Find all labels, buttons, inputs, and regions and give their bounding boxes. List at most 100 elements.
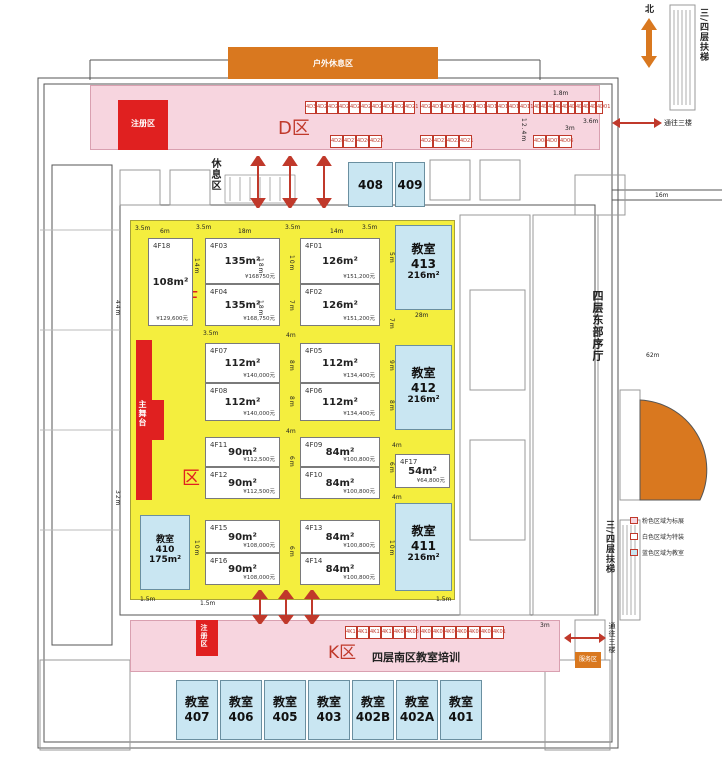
legend-text: 白色区域为特装 <box>642 534 685 541</box>
f-dim-0: 3.5m <box>135 225 151 232</box>
booth-price: ¥112,500元 <box>243 457 275 463</box>
booth-id: 4F06 <box>305 387 323 395</box>
d-register-label: 注册区 <box>131 119 155 128</box>
k-booth: 4K11 <box>369 626 383 639</box>
legend-item: 蓝色区域为教室 <box>630 548 684 557</box>
d-booth: 4D09 <box>540 101 554 114</box>
service-area <box>575 652 601 668</box>
booth-price: ¥64,800元 <box>416 478 445 484</box>
d-booth: 4D03 <box>582 101 596 114</box>
d-booth: 4D21 <box>459 135 473 148</box>
d-zone-label: D区 <box>278 118 310 139</box>
d-booth: 4D11 <box>519 101 533 114</box>
k-booth: 4K01 <box>492 626 506 639</box>
k-booth: 4K10 <box>381 626 395 639</box>
east-hall-dim-16: 16m <box>655 192 669 199</box>
escalator-ne-label: 三/四层扶梯 <box>698 8 708 63</box>
booth-area: 135m² <box>224 300 261 311</box>
booth-area: 126m² <box>322 256 358 267</box>
d-booth: 4D19 <box>431 101 445 114</box>
f-dim-v-7: 4m <box>392 494 402 501</box>
booth-id: 4F11 <box>210 441 228 449</box>
f-dim-v-1: 7m <box>388 318 395 330</box>
d-booth: 4D08 <box>547 101 561 114</box>
k-booth: 4K08 <box>405 626 419 639</box>
booth-price: ¥108,000元 <box>243 543 275 549</box>
booth-id: 4F15 <box>210 524 228 532</box>
booth-price: ¥100,800元 <box>343 457 375 463</box>
f-dim-row-2: 4m <box>286 428 296 435</box>
d-booth: 4D15 <box>475 101 489 114</box>
d-booth: 4D21 <box>404 101 418 114</box>
k-booth: 4K07 <box>420 626 434 639</box>
k-dim-0: 3m <box>540 622 550 629</box>
booth-id: 4F13 <box>305 524 323 532</box>
f-dim-6: 3.5m <box>362 224 378 231</box>
f-cell-h-1: 7m <box>288 300 295 312</box>
d-booth: 4D25 <box>369 135 383 148</box>
room-title: 教室 <box>404 695 429 709</box>
room-number: 402B <box>355 710 391 724</box>
k-register-area <box>196 620 218 656</box>
d-booth: 4D12 <box>508 101 522 114</box>
d-booth: 4D27 <box>343 135 357 148</box>
f-width-label: 28m <box>415 312 429 319</box>
d-booth: 4D14 <box>486 101 500 114</box>
f-dim-v-4: 6m <box>388 462 395 474</box>
booth-price: ¥100,800元 <box>343 575 375 581</box>
booth-id: 4F16 <box>210 557 228 565</box>
k-booth: 4K06 <box>432 626 446 639</box>
booth-id: 4F05 <box>305 347 323 355</box>
k-zone-title: 四层南区教室培训 <box>372 651 460 664</box>
booth-id: 4F17 <box>400 458 418 466</box>
legend-text: 蓝色区域为教室 <box>642 550 685 557</box>
d-booth: 4D28 <box>327 101 341 114</box>
k-dim-1: 1.5m <box>140 596 156 603</box>
k-dim-2: 1.5m <box>436 596 452 603</box>
f-cell-h-3: 8m <box>288 396 295 408</box>
booth-area: 54m² <box>408 466 437 477</box>
f-dim-v-2: 9m <box>388 360 395 372</box>
booth-area: 112m² <box>322 358 358 369</box>
booth-price: ¥168,750元 <box>243 316 275 322</box>
d-booth: 4D29 <box>316 101 330 114</box>
f-cell-w-0: 18m <box>257 258 264 275</box>
booth-id: 4F10 <box>305 471 323 479</box>
room-title: 教室 <box>448 695 473 709</box>
booth-area: 84m² <box>325 478 355 489</box>
d-f-arrows-icon <box>250 156 332 208</box>
d-booth: 4D24 <box>371 101 385 114</box>
booth-id: 4F08 <box>210 387 228 395</box>
k-booth: 4K02 <box>480 626 494 639</box>
f-cell-h-2: 8m <box>288 360 295 372</box>
booth-price: ¥140,000元 <box>243 411 275 417</box>
service-label: 服务区 <box>578 656 597 663</box>
d-booth: 4D22 <box>446 135 460 148</box>
k-to-level3-arrow-icon <box>564 633 606 643</box>
d-dim-3: 3m <box>565 125 575 132</box>
booth-price: ¥168750元 <box>245 274 275 280</box>
room-409: 409 <box>395 162 425 207</box>
compass-north-label: 北 <box>645 5 655 15</box>
booth-id: 4F09 <box>305 441 323 449</box>
f-dim-v-3: 8m <box>388 400 395 412</box>
d-booth: 4D20 <box>420 101 434 114</box>
room-number: 403 <box>316 710 342 724</box>
booth-price: ¥134,400元 <box>343 373 375 379</box>
booth-price: ¥151,200元 <box>343 274 375 280</box>
